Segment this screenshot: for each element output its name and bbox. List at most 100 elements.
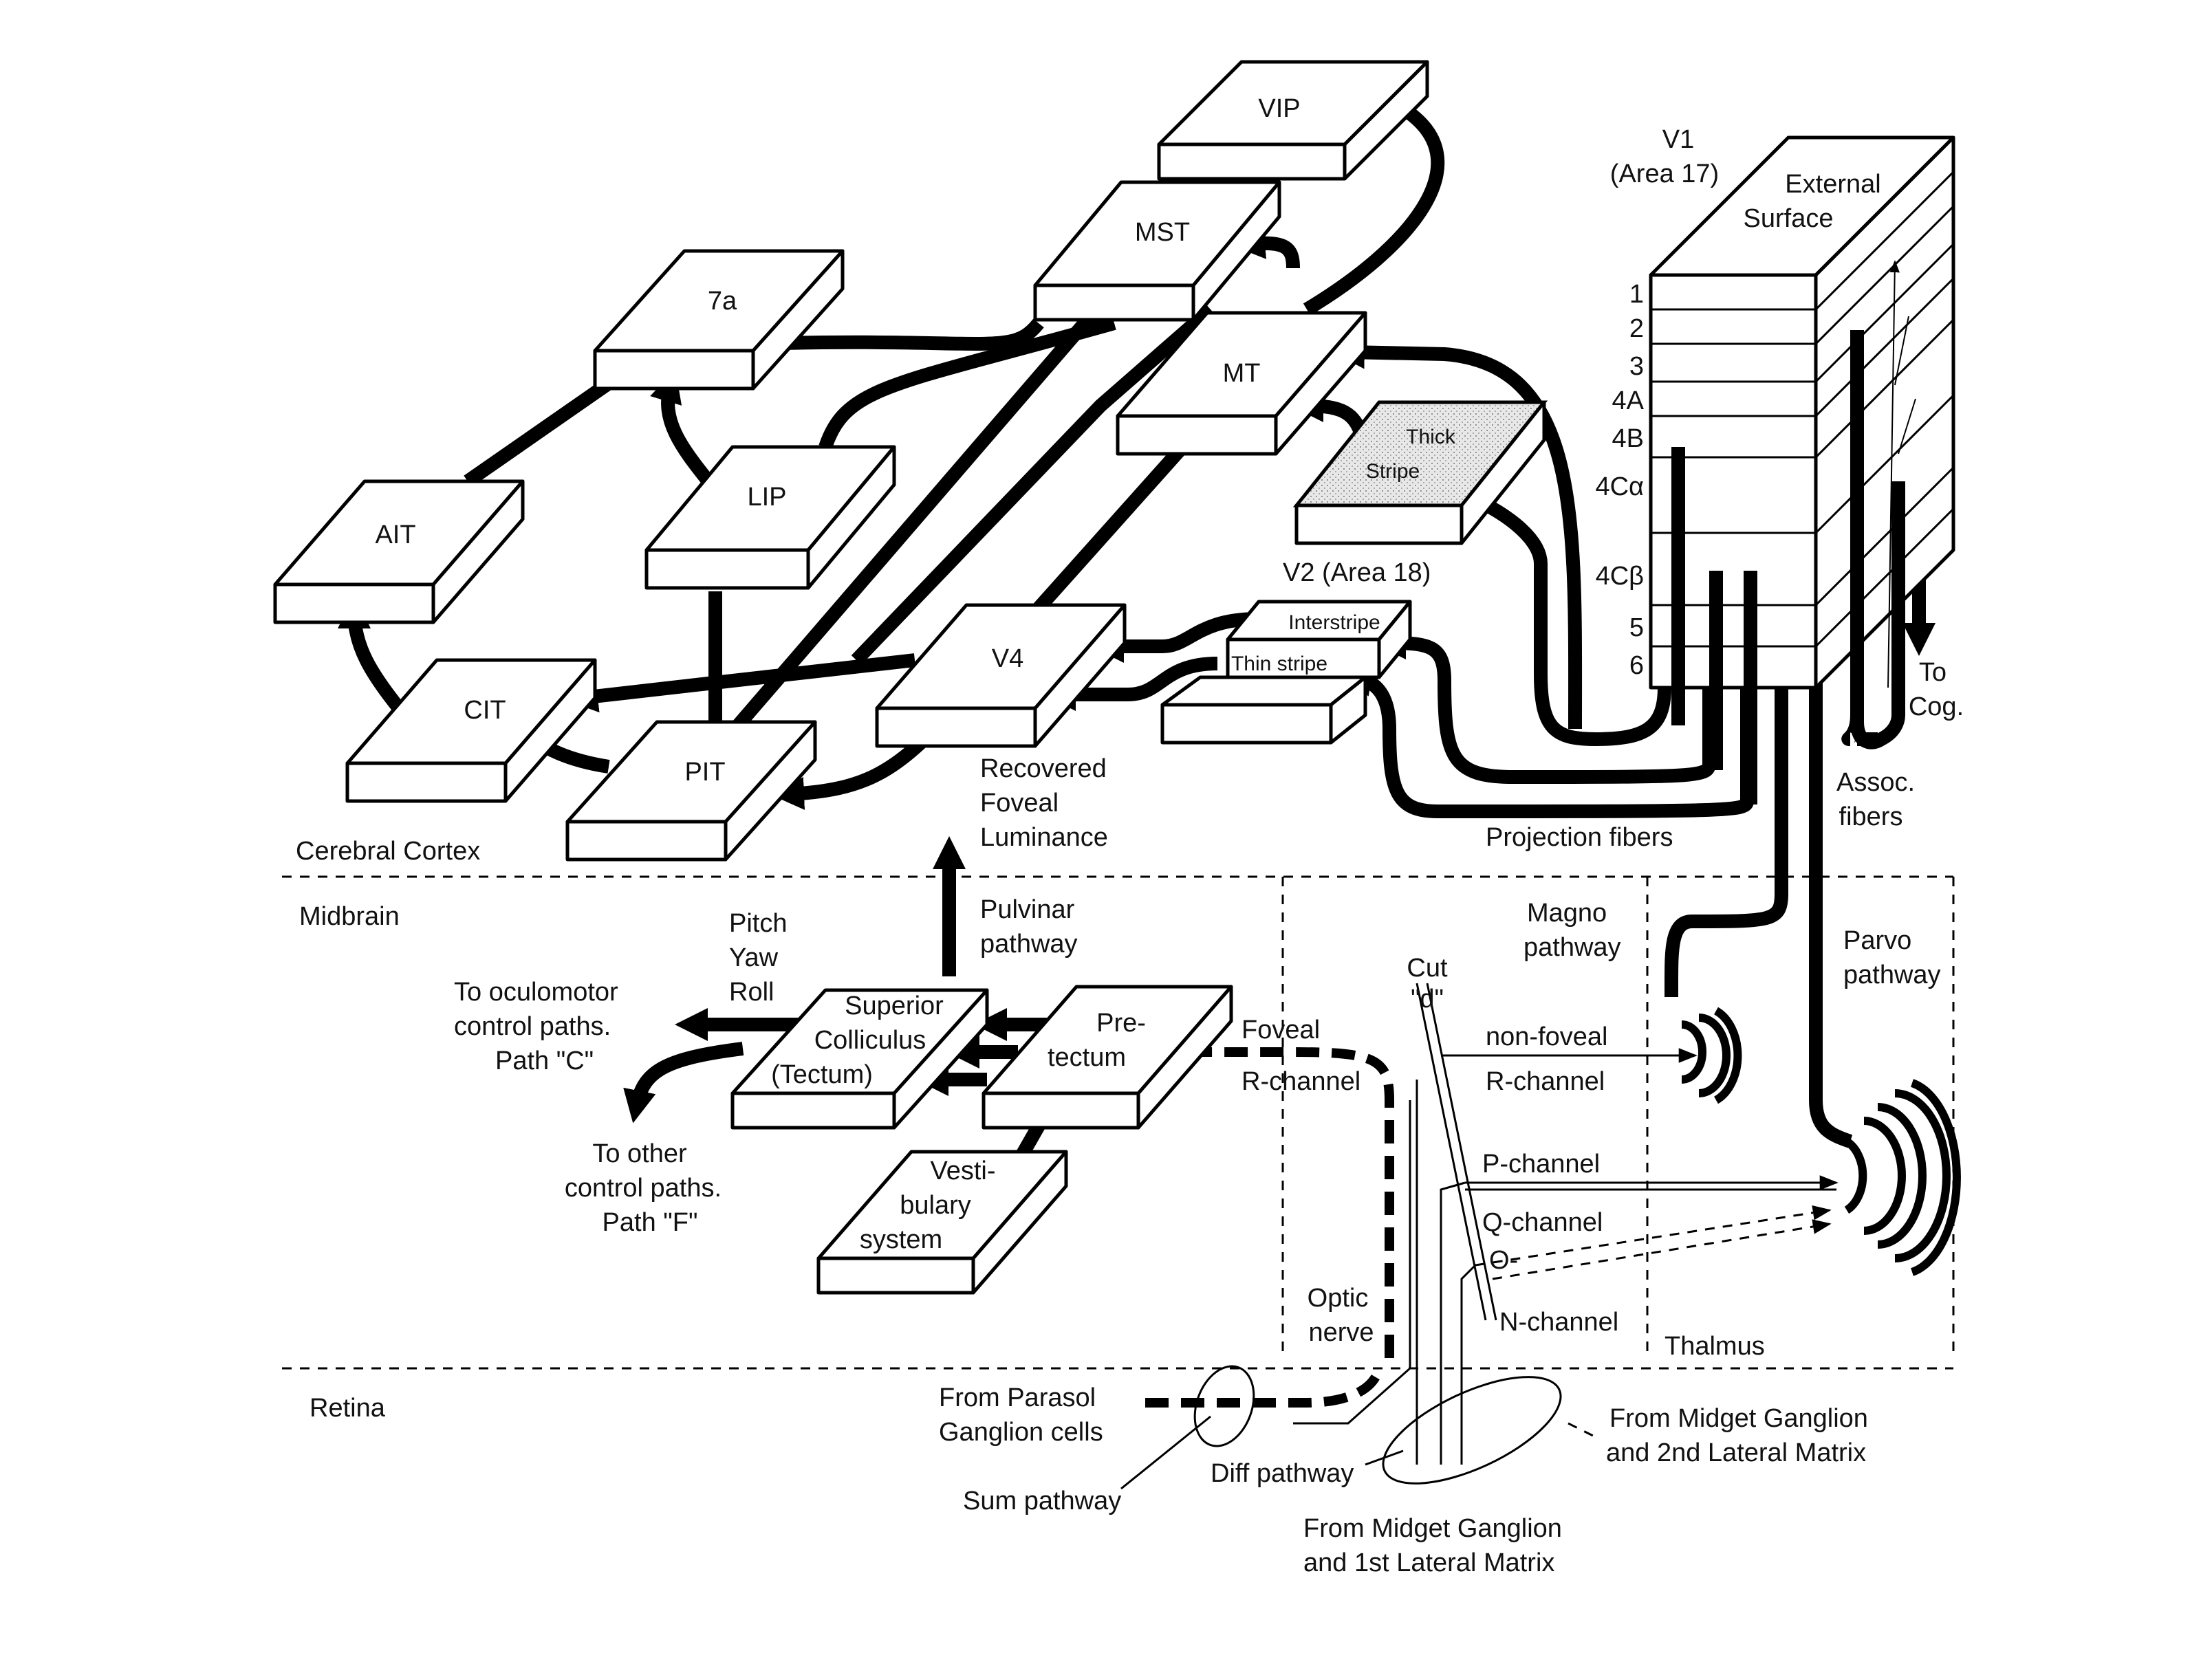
- other-paths-label-1: To other: [592, 1139, 687, 1168]
- lip-box: LIP: [644, 445, 896, 590]
- thick-stripe-box: Thick Stripe: [1292, 400, 1548, 545]
- n-channel-label: N-channel: [1499, 1308, 1618, 1337]
- lip-label: LIP: [747, 483, 786, 512]
- v1-layer-2: 2: [1629, 314, 1644, 343]
- v1-layer-4c-beta: 4Cβ: [1596, 562, 1644, 591]
- to-cog-label-1: To: [1919, 658, 1947, 687]
- pit-box: PIT: [565, 720, 817, 862]
- v1-layer-3: 3: [1629, 352, 1644, 381]
- v1-to-thick-stripe-arrow: [1449, 444, 1671, 746]
- to-other-paths-arrow: [623, 1042, 744, 1124]
- vestibular-label-2: bulary: [900, 1191, 971, 1220]
- foveal-label-2: R-channel: [1241, 1067, 1360, 1096]
- midget1-label-1: From Midget Ganglion: [1303, 1514, 1562, 1543]
- magno-label-2: pathway: [1524, 933, 1621, 962]
- v1-to-mt-arrow: [1332, 336, 1583, 730]
- mst-box: MST: [1033, 180, 1281, 322]
- mst-to-7a-arrow: [740, 318, 1044, 360]
- area-7a-box: 7a: [593, 249, 845, 391]
- midget2-label-2: and 2nd Lateral Matrix: [1606, 1438, 1866, 1467]
- vip-label: VIP: [1258, 94, 1300, 123]
- assoc-fibers-label-2: fibers: [1839, 802, 1903, 831]
- vestibular-label-3: system: [860, 1225, 942, 1254]
- oculomotor-label-1: To oculomotor: [454, 978, 618, 1007]
- cit-to-ait-arrow: [338, 595, 404, 713]
- mt-to-v4-link: [1030, 446, 1185, 617]
- v1-block: V1 (Area 17) External Surface 1 2 3 4A 4…: [1595, 125, 1964, 721]
- cut-line-a: [1416, 983, 1487, 1321]
- parasol-dashed-input: [1145, 1366, 1384, 1408]
- optic-nerve-label-1: Optic: [1308, 1284, 1369, 1313]
- v1-layer-4a: 4A: [1612, 386, 1645, 415]
- v1-title-2: (Area 17): [1610, 160, 1719, 188]
- o-channel-arrow: [1492, 1219, 1832, 1280]
- thin-stripe-label: Thin stripe: [1231, 653, 1327, 675]
- mt-box: MT: [1116, 311, 1367, 456]
- ait-label: AIT: [375, 521, 415, 549]
- sum-pathway-ring: [1193, 1365, 1255, 1447]
- mst-to-lip-link: [724, 284, 1120, 741]
- assoc-fibers-label-1: Assoc.: [1836, 768, 1915, 797]
- v1-layer-1: 1: [1629, 280, 1644, 309]
- optic-channels: [1120, 983, 1839, 1490]
- v1-title-1: V1: [1662, 125, 1694, 154]
- vip-box: VIP: [1157, 60, 1429, 181]
- v4-box: V4: [875, 603, 1127, 748]
- lgn-magno-rings: [1681, 1007, 1742, 1104]
- v1-layer-4c-alpha: 4Cα: [1595, 472, 1644, 501]
- q-channel-label: Q-channel: [1482, 1208, 1603, 1237]
- thick-stripe-label-2: Stripe: [1366, 460, 1420, 483]
- pit-label: PIT: [684, 758, 725, 787]
- v1-layer-4b: 4B: [1612, 424, 1644, 453]
- v4-label: V4: [992, 644, 1023, 673]
- optic-outline-1: [1293, 1100, 1411, 1425]
- pretectum-label-2: tectum: [1048, 1043, 1126, 1072]
- interstripe-to-v4-arrow: [1090, 612, 1259, 664]
- cortex-region-label: Cerebral Cortex: [296, 837, 480, 866]
- sc-label-3: (Tectum): [771, 1060, 873, 1089]
- midget2-leader: [1568, 1422, 1596, 1438]
- lgn-parvo-rings: [1844, 1079, 1961, 1276]
- o-channel-label: O-: [1489, 1246, 1518, 1275]
- yaw-label: Yaw: [729, 943, 779, 972]
- parvo-label-2: pathway: [1843, 961, 1941, 989]
- pretectum-box: Pre- tectum: [982, 985, 1233, 1130]
- mst-label: MST: [1135, 218, 1190, 247]
- v1-layer-6: 6: [1629, 651, 1644, 680]
- area-7a-label: 7a: [708, 287, 737, 316]
- pulvinar-label-2: pathway: [980, 930, 1078, 959]
- oculomotor-label-3: Path "C": [495, 1047, 594, 1075]
- superior-colliculus-box: Superior Colliculus (Tectum): [730, 988, 989, 1130]
- v1-surface-2: Surface: [1744, 204, 1834, 233]
- foveal-label-1: Foveal: [1241, 1016, 1320, 1044]
- interstripe-label: Interstripe: [1288, 611, 1380, 634]
- lip-to-7a-arrow: [650, 369, 714, 486]
- nonfoveal-label-2: R-channel: [1486, 1067, 1605, 1096]
- foveal-r-channel-dashed: [1190, 1047, 1394, 1358]
- cit-box: CIT: [345, 658, 597, 803]
- sc-label-2: Colliculus: [814, 1026, 926, 1055]
- mst-to-pit-link: [851, 304, 1215, 665]
- to-cog-label-2: Cog.: [1909, 692, 1964, 721]
- v1-to-thin-stripe-arrow: [1338, 571, 1754, 818]
- pretectum-label-1: Pre-: [1096, 1009, 1146, 1038]
- oculomotor-label-2: control paths.: [454, 1012, 611, 1041]
- midbrain-region-label: Midbrain: [299, 902, 400, 931]
- sum-pathway-label: Sum pathway: [963, 1487, 1121, 1515]
- nonfoveal-label-1: non-foveal: [1486, 1022, 1607, 1051]
- other-paths-label-3: Path "F": [603, 1208, 698, 1237]
- other-paths-label-2: control paths.: [565, 1174, 722, 1203]
- thin-stripe-to-v4-arrow: [1042, 657, 1218, 712]
- cut-label-2: "d": [1411, 985, 1444, 1014]
- sc-label-1: Superior: [845, 992, 944, 1020]
- pulvinar-label-1: Pulvinar: [980, 895, 1075, 924]
- recovered-label-2: Foveal: [980, 789, 1059, 818]
- recovered-label-3: Luminance: [980, 823, 1108, 852]
- roll-label: Roll: [729, 978, 774, 1007]
- diff-pathway-leader: [1365, 1449, 1404, 1466]
- v2-to-v4-connections: [1042, 612, 1259, 712]
- diff-pathway-label: Diff pathway: [1211, 1459, 1354, 1488]
- ait-box: AIT: [273, 479, 525, 624]
